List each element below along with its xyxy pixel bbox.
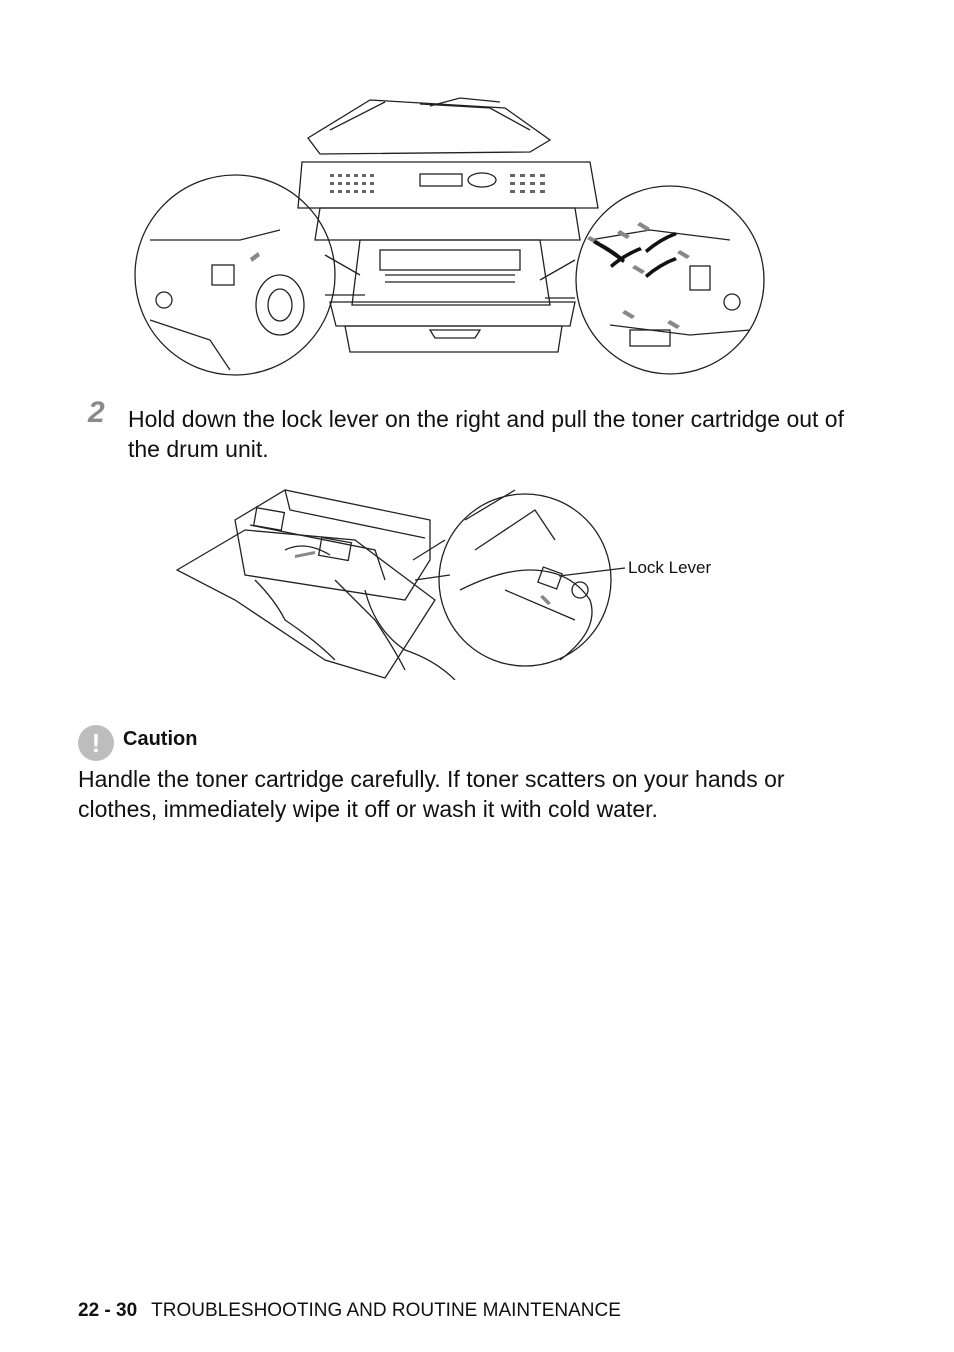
caution-title: Caution (123, 728, 198, 750)
section-title: TROUBLESHOOTING AND ROUTINE MAINTENANCE (151, 1300, 621, 1321)
machine-open-cover-illustration (134, 97, 765, 376)
page-number: 22 - 30 (78, 1300, 138, 1321)
step-number: 2 (88, 396, 105, 429)
lock-lever-callout-label: Lock Lever (628, 558, 712, 577)
step-instruction: Hold down the lock lever on the right an… (128, 406, 844, 462)
caution-icon: ! (78, 725, 114, 761)
toner-cartridge-removal-illustration (175, 489, 626, 680)
page-footer: 22 - 30 TROUBLESHOOTING AND ROUTINE MAINT… (78, 1300, 621, 1322)
caution-text: Handle the toner cartridge carefully. If… (78, 766, 785, 822)
